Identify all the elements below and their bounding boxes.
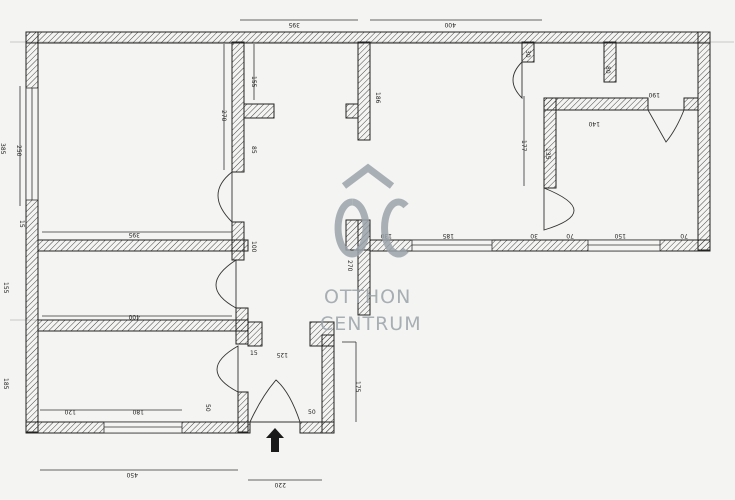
dim-bottom-short: 220 — [274, 481, 286, 488]
dim-left-window: 250 — [15, 145, 22, 157]
dimension-labels: 395 400 250 385 155 185 15 395 400 155 2… — [0, 21, 688, 488]
wall-room1-bottom — [37, 239, 249, 252]
wall-corr-d — [309, 321, 335, 347]
dim-low-c: 70 — [566, 232, 574, 239]
dim-bath-c: 175 — [354, 381, 361, 393]
wall-right-vert-a — [521, 41, 535, 63]
window-bottom-a — [103, 421, 183, 434]
dim-low-e: 70 — [680, 232, 688, 239]
logo-o-mark — [334, 198, 370, 258]
dim-left-mid: 155 — [2, 282, 9, 294]
doors — [215, 60, 685, 423]
dim-corridor-d: 100 — [250, 241, 257, 253]
dim-center-low: 270 — [346, 260, 353, 272]
dim-entry-a: 50 — [308, 409, 316, 416]
door-small-room — [647, 109, 685, 143]
logo-roof-icon — [341, 163, 395, 189]
door-room1 — [217, 171, 233, 224]
door-right-room — [543, 187, 575, 231]
dim-left-lower: 185 — [2, 378, 9, 390]
dim-top-left: 395 — [288, 21, 300, 28]
dim-right-a: 177 — [520, 140, 527, 152]
door-entrance — [249, 379, 301, 423]
dim-low-d: 150 — [614, 232, 626, 239]
dimension-lines — [10, 19, 734, 481]
dim-right-c: 190 — [648, 91, 660, 98]
dim-bed-c: 50 — [204, 404, 211, 412]
dim-low-f: 30 — [530, 232, 538, 239]
outer-wall-top — [25, 31, 711, 44]
dim-bed-b: 180 — [132, 408, 144, 415]
door-room2 — [215, 259, 237, 309]
wall-center-stub — [345, 103, 359, 119]
walls — [25, 31, 711, 434]
wall-right-vert-c — [543, 97, 557, 189]
dim-bed-a: 120 — [64, 408, 76, 415]
windows — [25, 87, 661, 434]
wall-corr-b — [235, 307, 249, 345]
wall-room2-bottom — [37, 319, 249, 332]
dim-corridor-c: 85 — [250, 146, 257, 154]
watermark-line2: CENTRUM — [320, 313, 422, 335]
watermark-line1: OTTHON — [324, 286, 411, 308]
wall-right-vert-b — [603, 41, 617, 83]
dim-low-g: 80 — [604, 66, 611, 74]
door-top-right — [512, 60, 523, 100]
wall-room1-right — [231, 41, 245, 173]
wall-room1-stub — [243, 103, 275, 119]
wall-corr-c — [247, 321, 263, 347]
dim-low-b: 185 — [442, 232, 454, 239]
logo-c-mark — [381, 198, 409, 258]
wall-entry-left — [237, 391, 249, 433]
window-right-b — [587, 239, 661, 252]
dim-bath-a: 15 — [250, 350, 258, 357]
window-right-a — [411, 239, 493, 252]
door-room3 — [216, 345, 239, 393]
dim-right-b: 135 — [544, 148, 551, 160]
dim-top-right: 400 — [444, 21, 456, 28]
outer-wall-right — [697, 31, 711, 251]
dim-room2-width: 400 — [128, 313, 140, 320]
entrance-arrow-icon — [266, 428, 284, 452]
dim-corridor-b: 270 — [220, 110, 227, 122]
dim-bath-b: 125 — [276, 351, 288, 358]
wall-right-horiz — [543, 97, 649, 111]
wall-corr-a — [231, 221, 245, 261]
dim-room1-width: 395 — [128, 231, 140, 238]
wall-right-horiz-b — [683, 97, 699, 111]
dim-right-small: 30 — [524, 50, 531, 58]
dim-left-small: 15 — [18, 220, 25, 228]
dim-left-upper: 385 — [0, 143, 6, 155]
dim-bottom-long: 450 — [126, 471, 138, 478]
wall-entry-right — [321, 334, 335, 434]
dim-center: 186 — [374, 92, 381, 104]
dim-right-d: 140 — [588, 120, 600, 127]
wall-center — [357, 41, 371, 141]
dim-corridor-a: 155 — [250, 76, 257, 88]
watermark-logo: OTTHON CENTRUM — [320, 163, 422, 335]
